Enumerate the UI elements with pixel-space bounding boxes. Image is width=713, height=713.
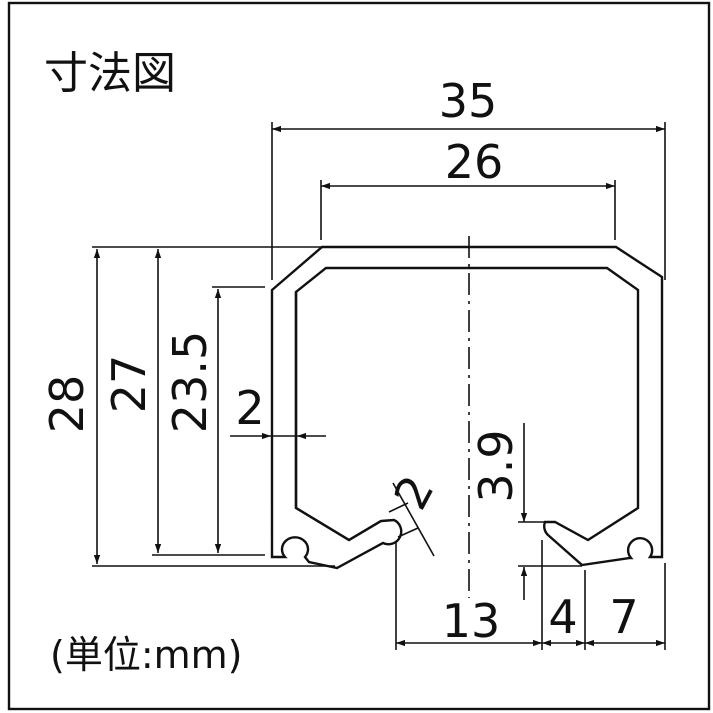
dim-lip-width: 4 — [548, 590, 577, 644]
dim-height-27: 27 — [102, 355, 156, 414]
dim-overall-width: 35 — [439, 74, 498, 128]
drawing-title: 寸法図 — [44, 48, 176, 99]
dim-lip-height: 3.9 — [469, 429, 523, 502]
frame-border — [7, 1, 711, 711]
dim-center-to-lip: 13 — [442, 594, 501, 648]
rail-inner-profile — [294, 292, 382, 542]
dim-edge-width: 7 — [609, 590, 638, 644]
dim-height-23-5: 23.5 — [163, 331, 217, 433]
dim-line-lip-2 — [392, 482, 435, 557]
dim-overall-height: 28 — [40, 375, 94, 434]
dim-top-width: 26 — [445, 135, 504, 189]
rail-outer-profile — [270, 245, 664, 570]
unit-label: (単位:mm) — [50, 633, 243, 677]
dim-wall-thickness: 2 — [235, 381, 264, 435]
